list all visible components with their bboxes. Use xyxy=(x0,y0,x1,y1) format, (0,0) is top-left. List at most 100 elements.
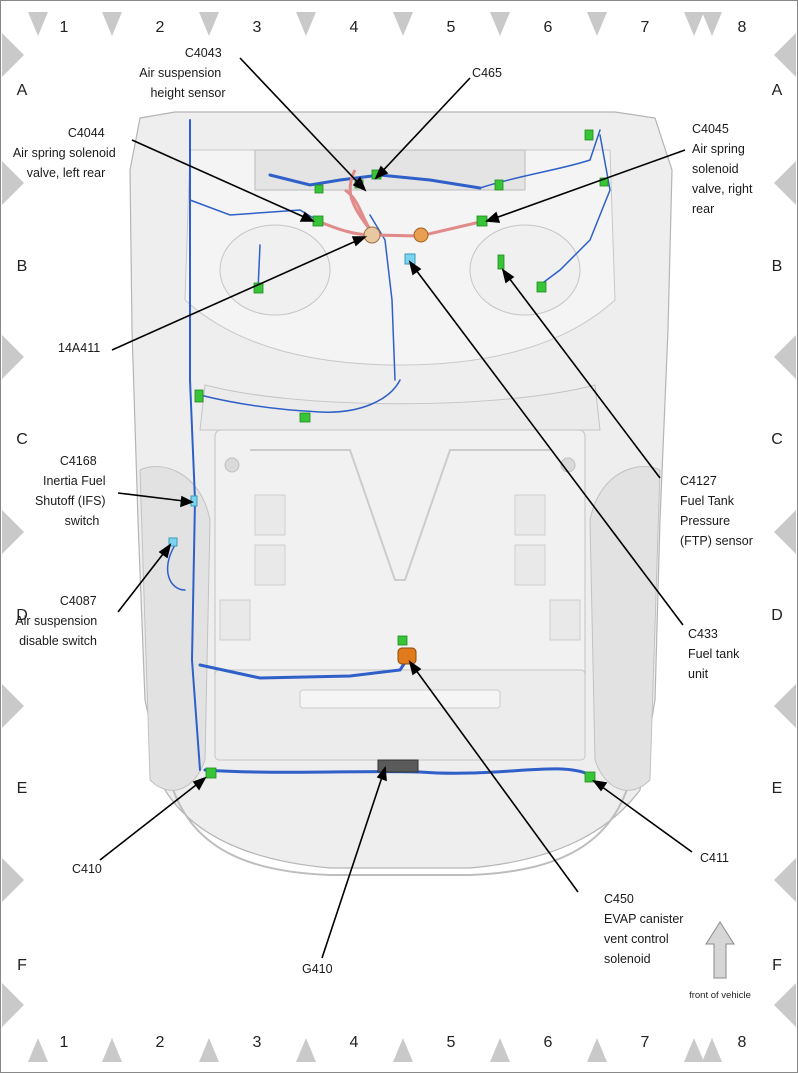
grid-triangle xyxy=(28,1038,48,1062)
grid-triangle xyxy=(2,983,24,1027)
row-label: F xyxy=(17,957,27,974)
grid-triangle xyxy=(587,1038,607,1062)
ground-g410 xyxy=(377,759,419,773)
row-label: C xyxy=(16,431,28,448)
col-label: 1 xyxy=(60,1034,69,1051)
row-label: B xyxy=(17,258,28,275)
grid-triangle xyxy=(490,12,510,36)
evap-canister-vent-solenoid xyxy=(397,647,417,665)
grid-triangle xyxy=(393,1038,413,1062)
label-c4127: C4127 Fuel Tank Pressure (FTP) sensor xyxy=(680,474,753,548)
connector-c411 xyxy=(584,771,596,783)
col-label: 2 xyxy=(156,19,165,36)
col-label: 4 xyxy=(350,19,359,36)
column-labels-bottom: 1 2 3 4 5 6 7 8 xyxy=(60,1034,747,1051)
air-valve xyxy=(413,227,429,243)
connector-c4127 xyxy=(497,254,505,270)
front-of-vehicle-label: front of vehicle xyxy=(689,990,751,1001)
row-label: A xyxy=(772,82,783,99)
grid-triangle xyxy=(490,1038,510,1062)
col-label: 7 xyxy=(641,1034,650,1051)
connector-c410 xyxy=(205,767,217,779)
grid-triangle xyxy=(2,858,24,902)
connector xyxy=(536,281,547,293)
row-label: C xyxy=(771,431,783,448)
grid-triangle xyxy=(774,335,796,379)
callout-labels: C4043 Air suspension height sensor C465 … xyxy=(13,46,756,976)
connector xyxy=(253,282,264,294)
label-c410: C410 xyxy=(72,862,102,876)
connector xyxy=(599,177,609,187)
col-label: 2 xyxy=(156,1034,165,1051)
grid-triangle xyxy=(587,12,607,36)
connectors xyxy=(194,129,609,783)
grid-triangle xyxy=(2,510,24,554)
grid-ticks-bottom xyxy=(28,1038,722,1062)
grid-triangle xyxy=(199,1038,219,1062)
grid-ticks-right xyxy=(774,33,796,1027)
col-label: 3 xyxy=(253,1034,262,1051)
column-labels-top: 1 2 3 4 5 6 7 8 xyxy=(60,19,747,36)
label-14a411: 14A411 xyxy=(58,341,100,355)
grid-triangle xyxy=(2,161,24,205)
row-label: F xyxy=(772,957,782,974)
col-label: 8 xyxy=(738,19,747,36)
connector xyxy=(494,179,504,191)
connector xyxy=(194,389,204,403)
grid-triangle xyxy=(684,12,704,36)
row-labels-right: A B C D E F xyxy=(771,82,783,974)
connector-c4168 xyxy=(190,495,198,507)
connector xyxy=(314,184,324,194)
label-c4044: C4044 Air spring solenoid valve, left re… xyxy=(13,126,119,180)
grid-triangle xyxy=(2,684,24,728)
grid-triangle xyxy=(102,12,122,36)
grid-triangle xyxy=(774,983,796,1027)
air-compressor-14a411 xyxy=(363,226,381,244)
grid-triangle xyxy=(774,161,796,205)
row-label: E xyxy=(17,780,28,797)
col-label: 1 xyxy=(60,19,69,36)
grid-triangle xyxy=(684,1038,704,1062)
grid-triangle xyxy=(702,1038,722,1062)
connector-c4045 xyxy=(476,215,488,227)
grid-triangle xyxy=(2,335,24,379)
connector xyxy=(299,412,311,423)
connector xyxy=(584,129,594,141)
label-c433: C433 Fuel tank unit xyxy=(688,627,743,681)
grid-triangle xyxy=(702,12,722,36)
row-label: A xyxy=(17,82,28,99)
connector-c4044 xyxy=(312,215,324,227)
label-c465: C465 xyxy=(472,66,502,80)
grid-triangle xyxy=(199,12,219,36)
row-label: D xyxy=(771,607,783,624)
connector-c450-lead xyxy=(397,635,408,646)
row-label: B xyxy=(772,258,783,275)
col-label: 6 xyxy=(544,1034,553,1051)
col-label: 5 xyxy=(447,19,456,36)
grid-ticks-left xyxy=(2,33,24,1027)
row-label: E xyxy=(772,780,783,797)
grid-triangle xyxy=(774,510,796,554)
col-label: 7 xyxy=(641,19,650,36)
col-label: 8 xyxy=(738,1034,747,1051)
grid-triangle xyxy=(102,1038,122,1062)
col-label: 5 xyxy=(447,1034,456,1051)
leader-lines xyxy=(99,57,693,959)
grid-triangle xyxy=(2,33,24,77)
label-c450: C450 EVAP canister vent control solenoid xyxy=(604,892,687,966)
label-g410: G410 xyxy=(302,962,333,976)
col-label: 3 xyxy=(253,19,262,36)
grid-triangle xyxy=(296,12,316,36)
label-c411: C411 xyxy=(700,851,729,865)
label-c4045: C4045 Air spring solenoid valve, right r… xyxy=(692,122,756,216)
label-c4168: C4168 Inertia Fuel Shutoff (IFS) switch xyxy=(35,454,109,528)
grid-triangle xyxy=(774,684,796,728)
label-c4043: C4043 Air suspension height sensor xyxy=(139,46,225,100)
grid-triangle xyxy=(28,12,48,36)
grid-triangle xyxy=(393,12,413,36)
grid-ticks-top xyxy=(28,12,722,36)
label-c4087: C4087 Air suspension disable switch xyxy=(15,594,100,648)
row-labels-left: A B C D E F xyxy=(16,82,28,974)
grid-triangle xyxy=(774,33,796,77)
